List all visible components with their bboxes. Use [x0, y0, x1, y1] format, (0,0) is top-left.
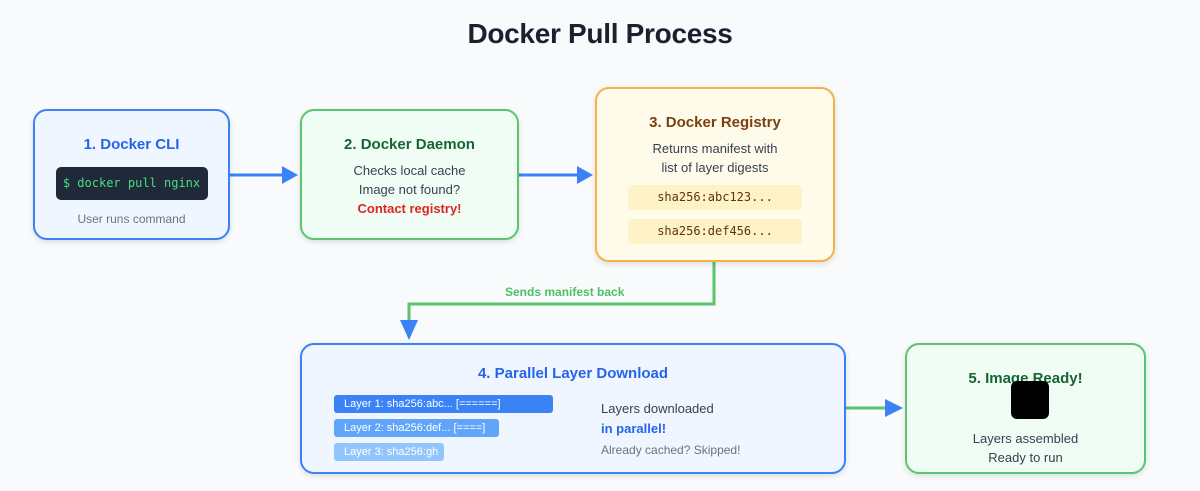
- node-parallel-download: 4. Parallel Layer Download Layer 1: sha2…: [300, 343, 846, 474]
- node-docker-registry: 3. Docker Registry Returns manifest with…: [595, 87, 835, 262]
- arrowhead-cli-to-daemon: [282, 166, 298, 184]
- node-docker-cli: 1. Docker CLI $ docker pull nginx User r…: [33, 109, 230, 240]
- node-title: 4. Parallel Layer Download: [477, 365, 669, 382]
- download-highlight: in parallel!: [601, 421, 667, 436]
- layer-progress-bar-3: Layer 3: sha256:gh: [334, 443, 444, 461]
- node-title: 1. Docker CLI: [83, 136, 180, 153]
- node-line: Ready to run: [988, 450, 1063, 465]
- terminal-command: $ docker pull nginx: [55, 167, 208, 200]
- node-line: Layers assembled: [972, 431, 1079, 446]
- node-docker-daemon: 2. Docker Daemon Checks local cache Imag…: [300, 109, 519, 240]
- arrowhead-daemon-to-registry: [577, 166, 593, 184]
- node-line: list of layer digests: [661, 160, 769, 175]
- node-image-ready: 5. Image Ready! Layers assembled Ready t…: [905, 343, 1146, 474]
- node-title: 5. Image Ready!: [968, 370, 1083, 387]
- node-line: Checks local cache: [353, 163, 466, 178]
- package-icon: [1011, 381, 1049, 419]
- layer-digest: sha256:abc123...: [628, 185, 802, 210]
- node-line: Returns manifest with: [652, 141, 778, 156]
- download-cache-note: Already cached? Skipped!: [601, 443, 741, 457]
- download-note: Layers downloaded: [601, 401, 714, 416]
- layer-progress-bar-2: Layer 2: sha256:def... [====]: [334, 419, 499, 437]
- edge-label-manifest: Sends manifest back: [505, 285, 625, 299]
- layer-progress-bar-1: Layer 1: sha256:abc... [======]: [334, 395, 553, 413]
- layer-digest: sha256:def456...: [628, 219, 802, 244]
- edge-registry-to-download: [407, 262, 716, 322]
- arrowhead-download-to-ready: [885, 399, 903, 417]
- node-line: Image not found?: [358, 182, 461, 197]
- node-title: 3. Docker Registry: [649, 114, 781, 131]
- diagram-title: Docker Pull Process: [467, 18, 733, 49]
- node-title: 2. Docker Daemon: [344, 136, 475, 153]
- node-caption: User runs command: [77, 212, 186, 226]
- arrowhead-registry-to-download: [400, 320, 418, 340]
- alert-text: Contact registry!: [357, 201, 462, 216]
